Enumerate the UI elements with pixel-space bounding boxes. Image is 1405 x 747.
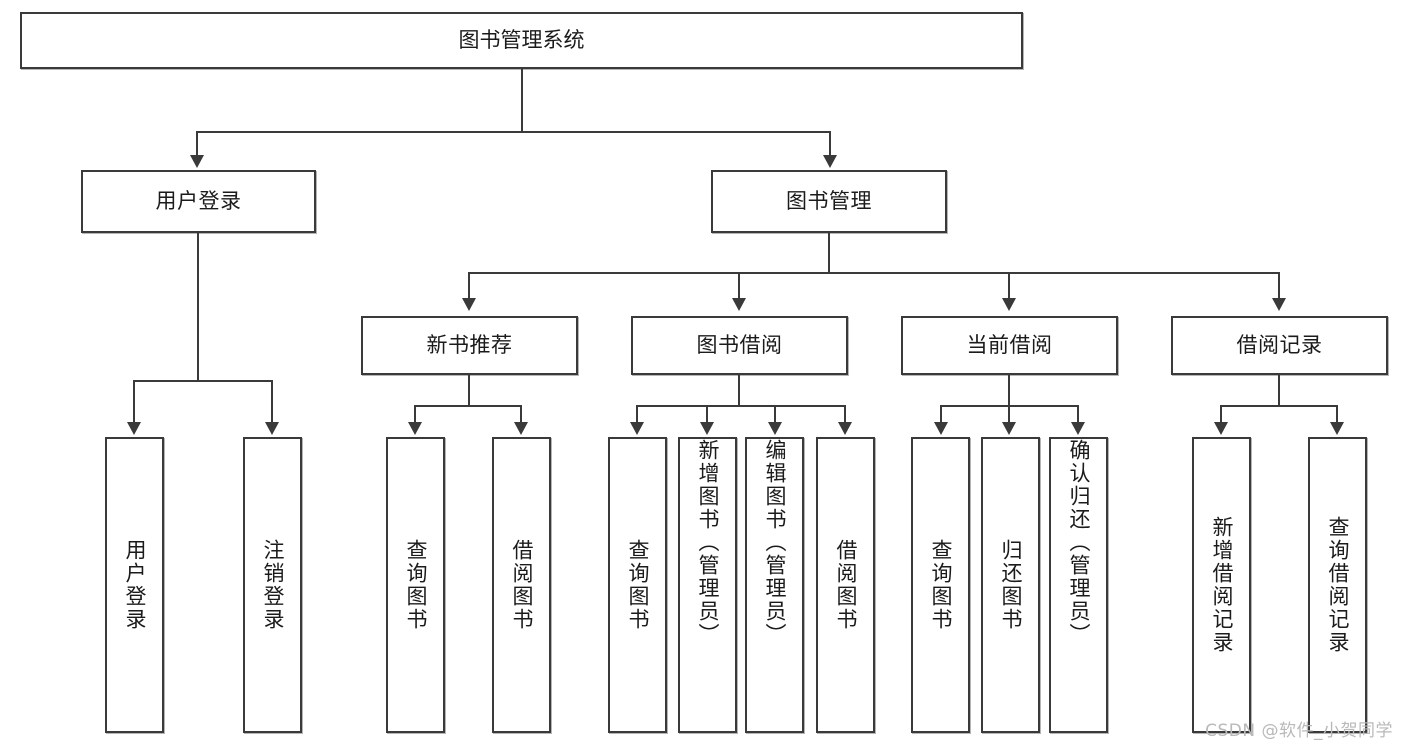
arrowhead-currentborrow-1 [1002, 422, 1016, 435]
arrowhead-bookborrow-2 [768, 422, 782, 435]
node-root-system[interactable]: 图书管理系统 [20, 12, 1023, 69]
leaf-query-borrow-record[interactable]: 查询借阅记录 [1308, 437, 1367, 733]
node-book-management[interactable]: 图书管理 [711, 170, 947, 233]
node-user-login[interactable]: 用户登录 [81, 170, 316, 233]
connector-newbook-drop-1 [520, 405, 522, 423]
leaf-edit-book-admin[interactable]: 编辑图书（管理员） [745, 437, 804, 733]
connector-level3-drop-1 [738, 272, 740, 299]
leaf-label: 新增图书（管理员） [696, 439, 720, 646]
connector-bookborrow-bus [636, 405, 846, 407]
connector-currentborrow-drop-2 [1077, 405, 1079, 423]
arrowhead-currentborrow-2 [1071, 422, 1085, 435]
watermark-text: CSDN @软件_小贺同学 [1205, 721, 1393, 741]
arrowhead-bookborrow-3 [838, 422, 852, 435]
leaf-label: 新增借阅记录 [1210, 516, 1234, 654]
leaf-label: 借阅图书 [834, 539, 858, 631]
arrowhead-newbook-1 [514, 422, 528, 435]
connector-newbook-bus [414, 405, 522, 407]
arrowhead-level3-3 [1272, 298, 1286, 311]
leaf-borrow-book-recommend[interactable]: 借阅图书 [492, 437, 551, 733]
arrowhead-borrowrecord-0 [1214, 422, 1228, 435]
leaf-query-book-current[interactable]: 查询图书 [911, 437, 970, 733]
node-label: 图书借阅 [696, 333, 783, 358]
leaf-label: 注销登录 [261, 539, 285, 631]
connector-currentborrow-drop-0 [940, 405, 942, 423]
leaf-query-book-borrow[interactable]: 查询图书 [608, 437, 667, 733]
connector-level2-drop-0 [196, 131, 198, 156]
connector-borrowrecord-drop-0 [1220, 405, 1222, 423]
arrowhead-level2-0 [190, 155, 204, 168]
node-label: 用户登录 [155, 189, 242, 214]
connector-userlogin-drop-1 [271, 380, 273, 423]
leaf-label: 编辑图书（管理员） [763, 439, 787, 646]
connector-bookborrow-stem [738, 375, 740, 406]
arrowhead-level3-0 [462, 298, 476, 311]
connector-bookmgmt-stem [828, 233, 830, 273]
node-new-book-recommend[interactable]: 新书推荐 [361, 316, 578, 375]
leaf-confirm-return-admin[interactable]: 确认归还（管理员） [1049, 437, 1108, 733]
connector-borrowrecord-stem [1278, 375, 1280, 406]
arrowhead-level2-1 [823, 155, 837, 168]
connector-bookborrow-drop-1 [706, 405, 708, 423]
leaf-label: 查询图书 [626, 539, 650, 631]
arrowhead-bookborrow-1 [700, 422, 714, 435]
arrowhead-userlogin-0 [127, 422, 141, 435]
connector-level3-bus [468, 272, 1280, 274]
arrowhead-bookborrow-0 [630, 422, 644, 435]
connector-newbook-drop-0 [414, 405, 416, 423]
node-label: 借阅记录 [1236, 333, 1323, 358]
connector-bookborrow-drop-2 [774, 405, 776, 423]
leaf-label: 用户登录 [123, 539, 147, 631]
node-label: 新书推荐 [426, 333, 513, 358]
leaf-label: 查询图书 [404, 539, 428, 631]
leaf-label: 确认归还（管理员） [1067, 439, 1091, 646]
connector-bookborrow-drop-0 [636, 405, 638, 423]
node-borrow-record[interactable]: 借阅记录 [1171, 316, 1388, 375]
connector-userlogin-drop-0 [133, 380, 135, 423]
leaf-label: 借阅图书 [510, 539, 534, 631]
node-current-borrow[interactable]: 当前借阅 [901, 316, 1118, 375]
connector-borrowrecord-bus [1220, 405, 1338, 407]
connector-root-stem [521, 69, 523, 132]
node-label: 图书管理系统 [458, 28, 585, 53]
connector-level2-drop-1 [829, 131, 831, 156]
connector-level3-drop-3 [1278, 272, 1280, 299]
node-book-borrow[interactable]: 图书借阅 [631, 316, 848, 375]
connector-userlogin-bus [133, 380, 271, 382]
connector-currentborrow-drop-1 [1008, 405, 1010, 423]
arrowhead-level3-2 [1002, 298, 1016, 311]
node-label: 图书管理 [786, 189, 872, 214]
leaf-query-book-recommend[interactable]: 查询图书 [386, 437, 445, 733]
arrowhead-level3-1 [732, 298, 746, 311]
leaf-user-login[interactable]: 用户登录 [105, 437, 164, 733]
connector-level2-bus [196, 131, 831, 133]
leaf-label: 查询图书 [929, 539, 953, 631]
connector-level3-drop-0 [468, 272, 470, 299]
connector-userlogin-stem [197, 233, 199, 381]
leaf-add-book-admin[interactable]: 新增图书（管理员） [678, 437, 737, 733]
leaf-label: 归还图书 [999, 539, 1023, 631]
connector-currentborrow-stem [1008, 375, 1010, 406]
connector-bookborrow-drop-3 [844, 405, 846, 423]
connector-level3-drop-2 [1008, 272, 1010, 299]
connector-newbook-stem [468, 375, 470, 406]
connector-borrowrecord-drop-1 [1336, 405, 1338, 423]
arrowhead-userlogin-1 [265, 422, 279, 435]
arrowhead-currentborrow-0 [934, 422, 948, 435]
leaf-label: 查询借阅记录 [1326, 516, 1350, 654]
leaf-logout-login[interactable]: 注销登录 [243, 437, 302, 733]
leaf-borrow-book[interactable]: 借阅图书 [816, 437, 875, 733]
arrowhead-newbook-0 [408, 422, 422, 435]
arrowhead-borrowrecord-1 [1330, 422, 1344, 435]
node-label: 当前借阅 [966, 333, 1053, 358]
leaf-return-book[interactable]: 归还图书 [981, 437, 1040, 733]
leaf-add-borrow-record[interactable]: 新增借阅记录 [1192, 437, 1251, 733]
